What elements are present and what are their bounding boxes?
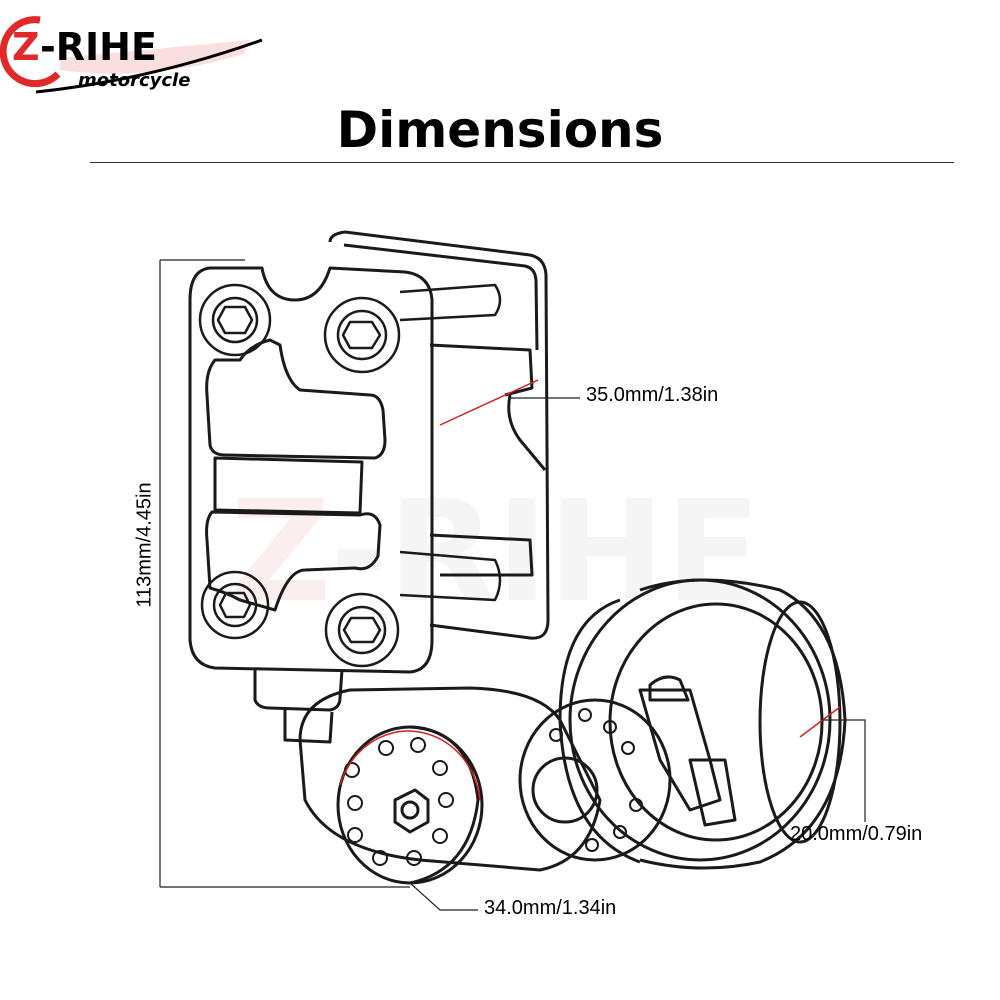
disc-diameter-mark (339, 730, 481, 801)
page-title: Dimensions (336, 101, 664, 159)
wheel-width-leader (822, 719, 866, 822)
height-dimension-line (159, 259, 410, 888)
tensioner-arm (298, 686, 602, 872)
svg-text:motorcycle: motorcycle (78, 70, 190, 91)
svg-text:Z: Z (12, 25, 40, 69)
bracket-width-mark (439, 379, 539, 426)
disc-diameter-leader (409, 882, 478, 911)
eccentric-disc (336, 725, 484, 885)
wheel-width-mark (799, 706, 841, 738)
measure-marks (339, 379, 841, 801)
back-plate (328, 230, 550, 640)
front-plate (188, 266, 434, 744)
bolt-rods (399, 283, 502, 602)
title-divider (90, 162, 954, 163)
svg-text:-RIHE: -RIHE (40, 25, 157, 69)
height-dimension-label: 113mm/4.45in (133, 482, 156, 608)
svg-text:Z: Z (230, 471, 332, 634)
z-rihe-logo: Z -RIHE motorcycle (0, 16, 263, 94)
wheel-width-label: 20.0mm/0.79in (790, 823, 923, 845)
wheel-hub (518, 675, 737, 862)
bracket-width-label: 35.0mm/1.38in (586, 384, 719, 406)
bolt-heads (198, 283, 401, 668)
disc-diameter-label: 34.0mm/1.34in (484, 897, 617, 919)
svg-text:-RIHE: -RIHE (330, 471, 761, 634)
